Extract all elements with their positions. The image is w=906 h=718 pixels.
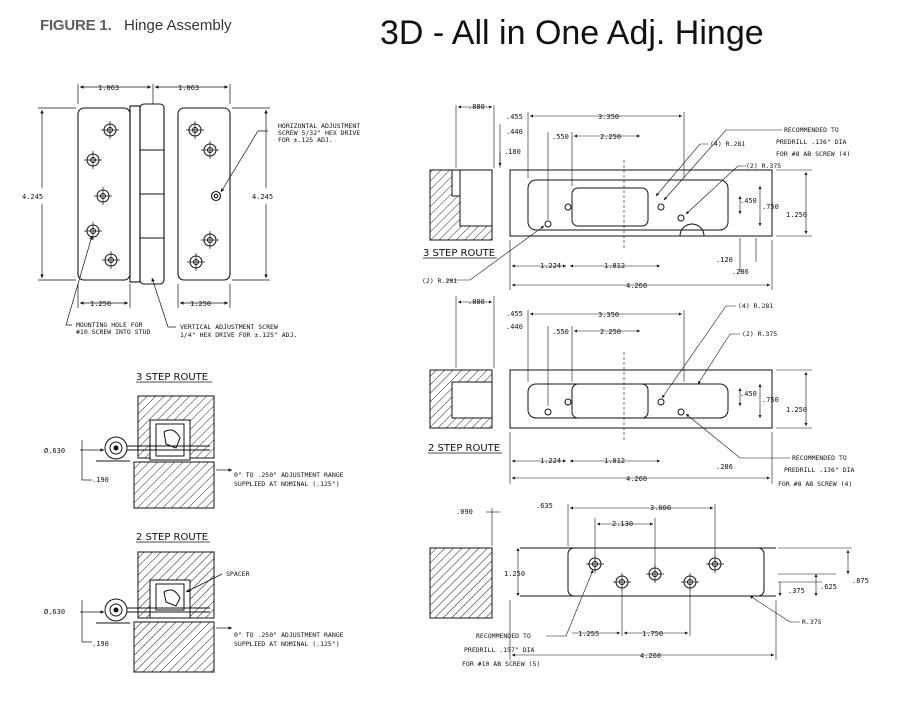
route-3-step-d-550: .550 [552,133,569,141]
strike-note-3: FOR #10 AB SCREW (5) [462,660,540,668]
route-3-step-r-281b: (2) R.281 [422,277,457,285]
section-2-step-title: 2 STEP ROUTE [136,532,208,543]
route-3-step-note-1: RECOMMENDED TO [784,126,839,134]
route-2-step-d-450: .450 [740,390,757,398]
route-3-step-note-2: PREDRILL .136" DIA [776,138,847,146]
route-3-step [429,160,773,248]
route-3-step-d-286: .286 [732,268,749,276]
strike-d-375: .375 [788,587,805,595]
route-3-step-d-1224: 1.224 [540,262,561,270]
route-2-step-d-550: .550 [552,328,569,336]
route-2-step-d-1224: 1.224 [540,457,561,465]
route-2-step-note-2: PREDRILL .136" DIA [784,466,855,474]
route-2-step-r-375: (2) R.375 [742,330,777,338]
route-3-step-label: 3 STEP ROUTE [423,248,495,259]
route-2-step-note-3: FOR #8 AB SCREW (4) [778,480,852,488]
figure-title: Hinge Assembly [124,17,232,34]
section-2-step-range-2: SUPPLIED AT NOMINAL (.125") [234,640,340,648]
hinge-elevation [77,103,231,285]
note-vertical-adjustment: VERTICAL ADJUSTMENT SCREW 1/4" HEX DRIVE… [180,323,297,339]
section-3-step-offset: .190 [92,476,109,484]
strike-d-635: .635 [536,502,553,510]
strike-d-1750: 1.750 [642,630,663,638]
route-3-step-d-750: .750 [762,203,779,211]
section-2-step-dia: Ø.630 [44,608,65,616]
route-2-step-d-1250: 1.250 [786,406,807,414]
route-2-step-r-281: (4) R.281 [738,302,773,310]
section-3-step-range-2: SUPPLIED AT NOMINAL (.125") [234,480,340,488]
route-2-step-d-4260: 4.260 [626,475,647,483]
section-2-step-spacer: SPACER [226,570,250,578]
route-2-step-d-880: .880 [468,298,485,306]
route-3-step-d-4260: 4.260 [626,282,647,290]
route-3-step-d-1250: 1.250 [786,211,807,219]
route-2-step-d-455: .455 [506,310,523,318]
strike-d-1250: 1.250 [504,570,525,578]
main-title: 3D - All in One Adj. Hinge [380,14,764,52]
route-3-step-d-120: .120 [716,256,733,264]
section-2-step-offset: .190 [92,640,109,648]
route-2-step-d-1812: 1.812 [604,457,625,465]
section-3-step-dia: Ø.630 [44,447,65,455]
section-3-step-title: 3 STEP ROUTE [136,372,208,383]
dim-bottom-right: 1.250 [190,300,211,308]
route-2-step-label: 2 STEP ROUTE [428,443,500,454]
strike-d-2130: 2.130 [612,520,633,528]
strike-note-2: PREDRILL .157" DIA [464,646,535,654]
strike-d-090: .090 [456,508,473,516]
note-mounting-hole: MOUNTING HOLE FOR #10 SCREW INTO STUD [76,321,150,336]
svg-text:MOUNTING HOLE FOR: MOUNTING HOLE FOR [76,321,143,329]
dim-leaf-width-right: 1.863 [178,84,199,92]
svg-text:FOR ±.125 ADJ.: FOR ±.125 ADJ. [278,136,333,144]
strike-r-375: R.375 [802,618,822,626]
route-3-step-r-375: (2) R.375 [746,162,781,170]
route-3-step-d-180: .180 [504,148,521,156]
svg-text:VERTICAL ADJUSTMENT SCREW: VERTICAL ADJUSTMENT SCREW [180,323,278,331]
route-3-step-d-440: .440 [506,128,523,136]
svg-text:SCREW 5/32" HEX DRIVE: SCREW 5/32" HEX DRIVE [278,129,360,137]
svg-text:HORIZONTAL ADJUSTMENT: HORIZONTAL ADJUSTMENT [278,122,360,130]
route-2-step-note-1: RECOMMENDED TO [792,454,847,462]
route-3-step-d-880: .880 [468,103,485,111]
figure-label: FIGURE 1. [40,17,112,34]
strike-d-1255: 1.255 [578,630,599,638]
route-2-step [429,352,773,440]
route-2-step-d-286: .286 [716,463,733,471]
strike-route [429,547,776,619]
route-3-step-d-455: .455 [506,113,523,121]
strike-d-625: .625 [820,583,837,591]
route-3-step-r-281: (4) R.281 [710,140,745,148]
svg-text:1/4" HEX DRIVE FOR ±.125" ADJ.: 1/4" HEX DRIVE FOR ±.125" ADJ. [180,331,297,339]
svg-text:#10 SCREW INTO STUD: #10 SCREW INTO STUD [76,328,150,336]
section-3-step-range-1: 0" TO .250" ADJUSTMENT RANGE [234,471,344,479]
strike-d-3000: 3.000 [650,504,671,512]
section-3-step [81,395,215,509]
section-2-step [81,551,215,673]
note-horizontal-adjustment: HORIZONTAL ADJUSTMENT SCREW 5/32" HEX DR… [278,122,360,144]
route-2-step-d-2250: 2.250 [600,328,621,336]
strike-d-875: .875 [852,577,869,585]
route-3-step-d-2250: 2.250 [600,133,621,141]
strike-d-4260: 4.260 [640,652,661,660]
strike-note-1: RECOMMENDED TO [476,632,531,640]
route-2-step-d-440: .440 [506,323,523,331]
dim-height-left: 4.245 [22,193,43,201]
dim-leaf-width-left: 1.863 [98,84,119,92]
route-3-step-d-3350: 3.350 [598,113,619,121]
section-2-step-range-1: 0" TO .250" ADJUSTMENT RANGE [234,631,344,639]
route-2-step-d-750: .750 [762,396,779,404]
dim-bottom-left: 1.250 [90,300,111,308]
route-3-step-d-450: .450 [740,197,757,205]
route-3-step-note-3: FOR #8 AB SCREW (4) [776,150,850,158]
dim-height-right: 4.245 [252,193,273,201]
route-3-step-d-1812: 1.812 [604,262,625,270]
route-2-step-d-3350: 3.350 [598,311,619,319]
